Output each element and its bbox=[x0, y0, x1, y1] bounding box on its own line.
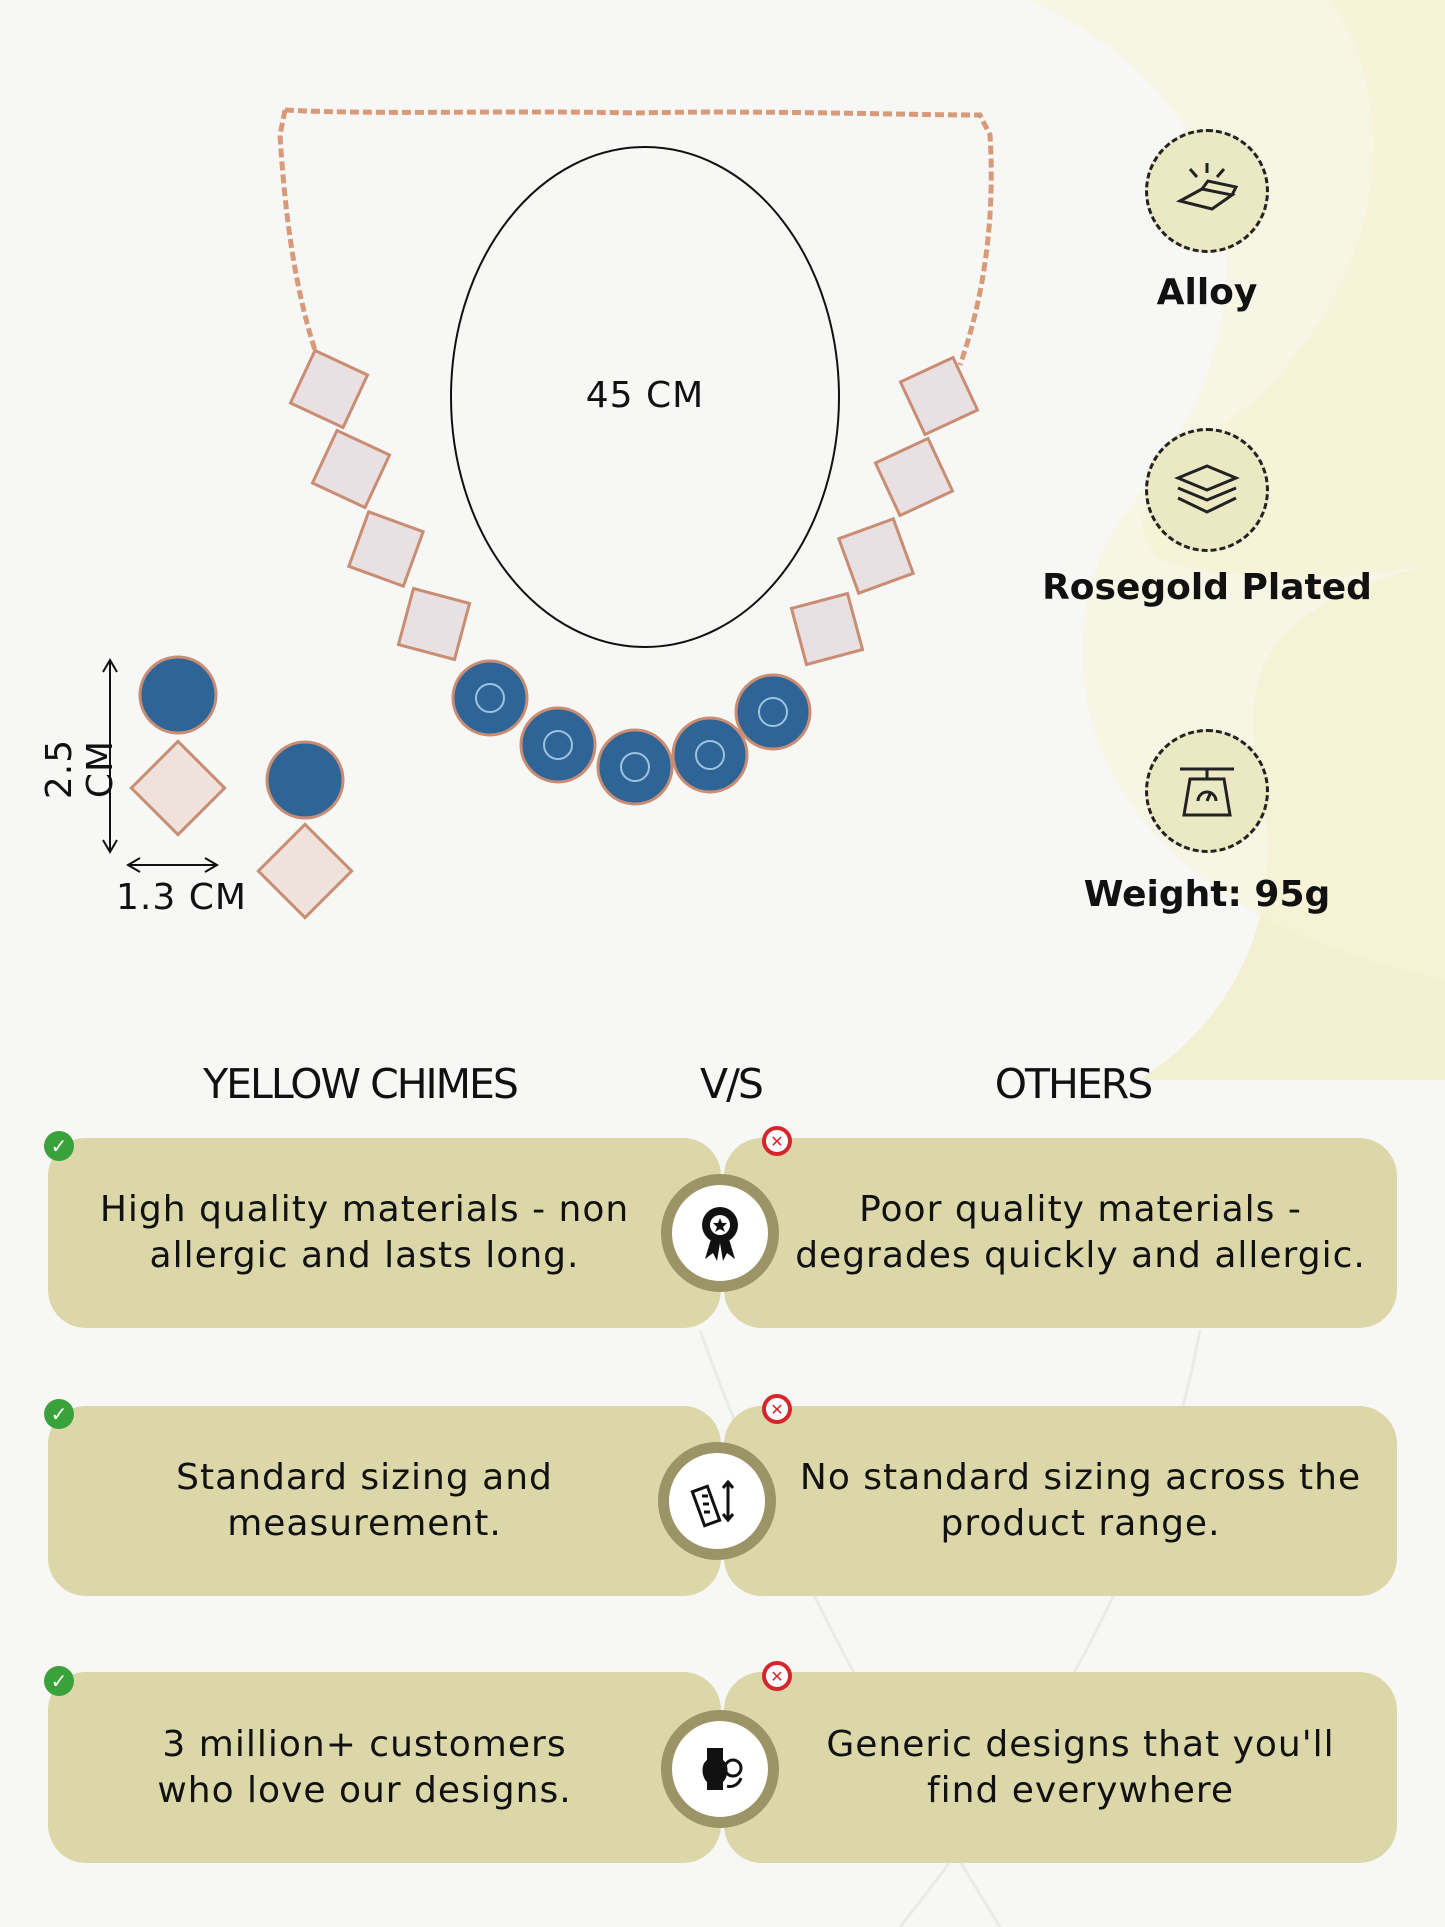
header-yellow-chimes: YELLOW CHIMES bbox=[203, 1060, 519, 1108]
ruler-measure-icon bbox=[658, 1442, 776, 1560]
card-text: product range. bbox=[940, 1503, 1221, 1544]
card-text: No standard sizing across the bbox=[799, 1457, 1362, 1498]
card-text: find everywhere bbox=[926, 1769, 1235, 1811]
card-ours: Standard sizing and measurement. bbox=[48, 1406, 721, 1596]
card-text: allergic and lasts long. bbox=[149, 1235, 580, 1276]
card-text: Poor quality materials - bbox=[859, 1189, 1302, 1230]
header-others: OTHERS bbox=[994, 1060, 1154, 1108]
earring-height-label: 2.5 CM bbox=[39, 738, 121, 800]
earring-width-label: 1.3 CM bbox=[116, 877, 247, 918]
card-others: Poor quality materials - degrades quickly… bbox=[724, 1138, 1397, 1328]
feature-label: Weight: 95g bbox=[1083, 874, 1331, 915]
necklace-length-label: 45 CM bbox=[585, 375, 705, 416]
weighing-scale-icon bbox=[1145, 729, 1269, 853]
earrings-image bbox=[102, 655, 354, 920]
cross-icon: ✕ bbox=[762, 1394, 792, 1424]
card-ours: High quality materials - non allergic and… bbox=[48, 1138, 721, 1328]
card-text: who love our designs. bbox=[157, 1769, 572, 1811]
card-text: 3 million+ customers bbox=[162, 1723, 567, 1765]
cross-icon: ✕ bbox=[762, 1126, 792, 1156]
feature-label: Alloy bbox=[1156, 272, 1258, 313]
necklace-image bbox=[277, 107, 994, 806]
card-text: Generic designs that you'll bbox=[826, 1723, 1335, 1765]
check-icon: ✓ bbox=[44, 1399, 74, 1429]
card-text: measurement. bbox=[227, 1503, 502, 1544]
card-text: degrades quickly and allergic. bbox=[795, 1235, 1366, 1276]
cross-icon: ✕ bbox=[762, 1661, 792, 1691]
check-icon: ✓ bbox=[44, 1131, 74, 1161]
layers-icon bbox=[1145, 428, 1269, 552]
quality-badge-icon bbox=[661, 1174, 779, 1292]
feature-label: Rosegold Plated bbox=[1042, 567, 1372, 608]
customer-love-icon bbox=[661, 1710, 779, 1828]
check-icon: ✓ bbox=[44, 1666, 74, 1696]
card-text: High quality materials - non bbox=[99, 1189, 630, 1230]
header-vs: V/S bbox=[700, 1060, 764, 1108]
gold-bars-icon bbox=[1145, 129, 1269, 253]
card-others: No standard sizing across the product ran… bbox=[724, 1406, 1397, 1596]
card-text: Standard sizing and bbox=[176, 1457, 553, 1498]
